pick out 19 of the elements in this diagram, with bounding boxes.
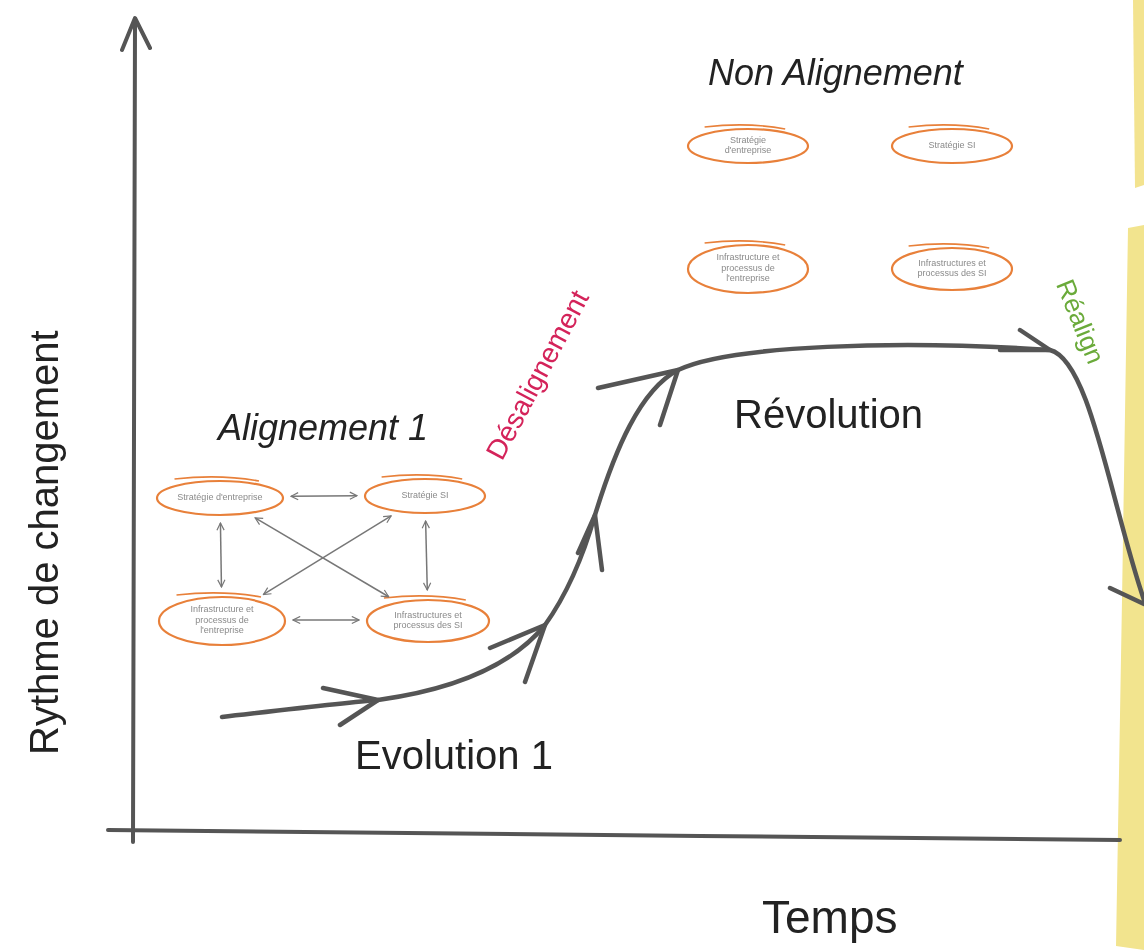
oval-label: Infrastructures et processus des SI (392, 609, 464, 631)
double-arrow (290, 491, 358, 501)
oval-label: Stratégie SI (401, 489, 449, 501)
phase-label: Révolution (734, 392, 923, 437)
phase-label: Evolution 1 (355, 733, 553, 778)
oval-label: Infrastructure et processus de l'entreprise (189, 604, 255, 636)
oval-label: Infrastructures et processus des SI (916, 257, 988, 279)
group-title: Alignement 1 (218, 407, 429, 449)
double-arrow (216, 522, 226, 588)
double-arrow (292, 615, 360, 625)
double-arrow (421, 520, 432, 591)
group-title: Non Alignement (708, 52, 963, 94)
oval-label: Stratégie d'entreprise (177, 491, 263, 503)
phase-label: Réalign (1049, 275, 1112, 369)
oval-label: Infrastructure et processus de l'entreprise (715, 252, 781, 284)
axis-title: Rythme de changement (22, 330, 67, 755)
oval-label: Stratégie SI (928, 139, 976, 151)
axis-title: Temps (762, 890, 898, 944)
oval-label: Stratégie d'entreprise (723, 134, 773, 156)
